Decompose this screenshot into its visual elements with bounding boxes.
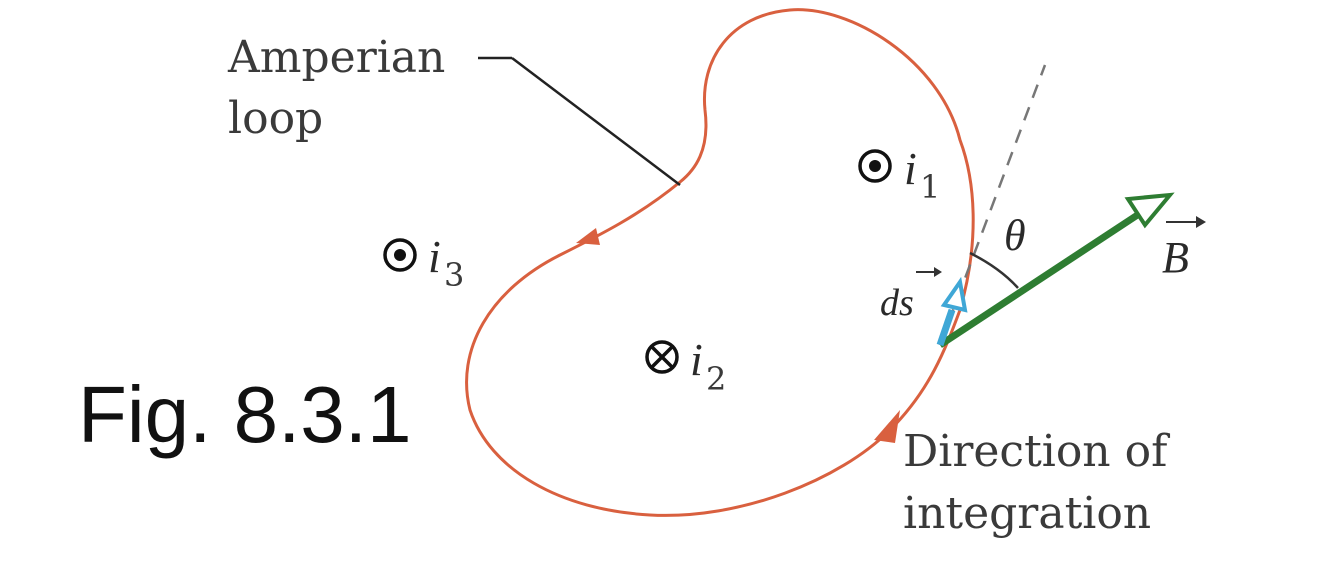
current-i3: i 3: [383, 231, 464, 294]
ds-vector-shaft: [936, 308, 956, 347]
current-i1: i 1: [858, 143, 940, 206]
current-i1-subscript: 1: [920, 168, 940, 206]
angle-arc: [969, 251, 1019, 289]
amperian-label-line1: Amperian: [227, 32, 445, 83]
b-vector-shaft: [938, 209, 1144, 348]
amperian-loop: [465, 8, 975, 517]
ds-vector-arrowhead: [940, 276, 968, 313]
current-i3-subscript: 3: [444, 256, 464, 294]
direction-label-line1: Direction of: [903, 426, 1170, 477]
direction-label-line2: integration: [903, 488, 1151, 539]
current-i2-subscript: 2: [706, 360, 726, 398]
b-vector-arrowhead: [1124, 192, 1175, 229]
ds-vector-label: ds: [880, 282, 914, 324]
current-i1-symbol: i: [904, 143, 917, 194]
out-of-page-icon: [858, 149, 892, 183]
loop-direction-arrow-lower: [874, 410, 900, 443]
current-i2-symbol: i: [690, 334, 703, 385]
ds-vector-arrow-icon: [916, 267, 942, 277]
current-i2: i 2: [645, 334, 726, 398]
figure-caption: Fig. 8.3.1: [78, 370, 412, 459]
b-vector-arrow-icon: [1166, 216, 1206, 228]
b-vector-label: B: [1162, 233, 1189, 282]
amperian-leader-line-diagonal: [511, 57, 681, 186]
angle-label-theta: θ: [1004, 211, 1026, 260]
out-of-page-icon: [383, 238, 417, 272]
loop-direction-arrow-upper: [576, 228, 600, 245]
into-page-icon: [645, 340, 679, 374]
amperian-label-line2: loop: [228, 93, 323, 144]
current-i3-symbol: i: [428, 231, 441, 282]
